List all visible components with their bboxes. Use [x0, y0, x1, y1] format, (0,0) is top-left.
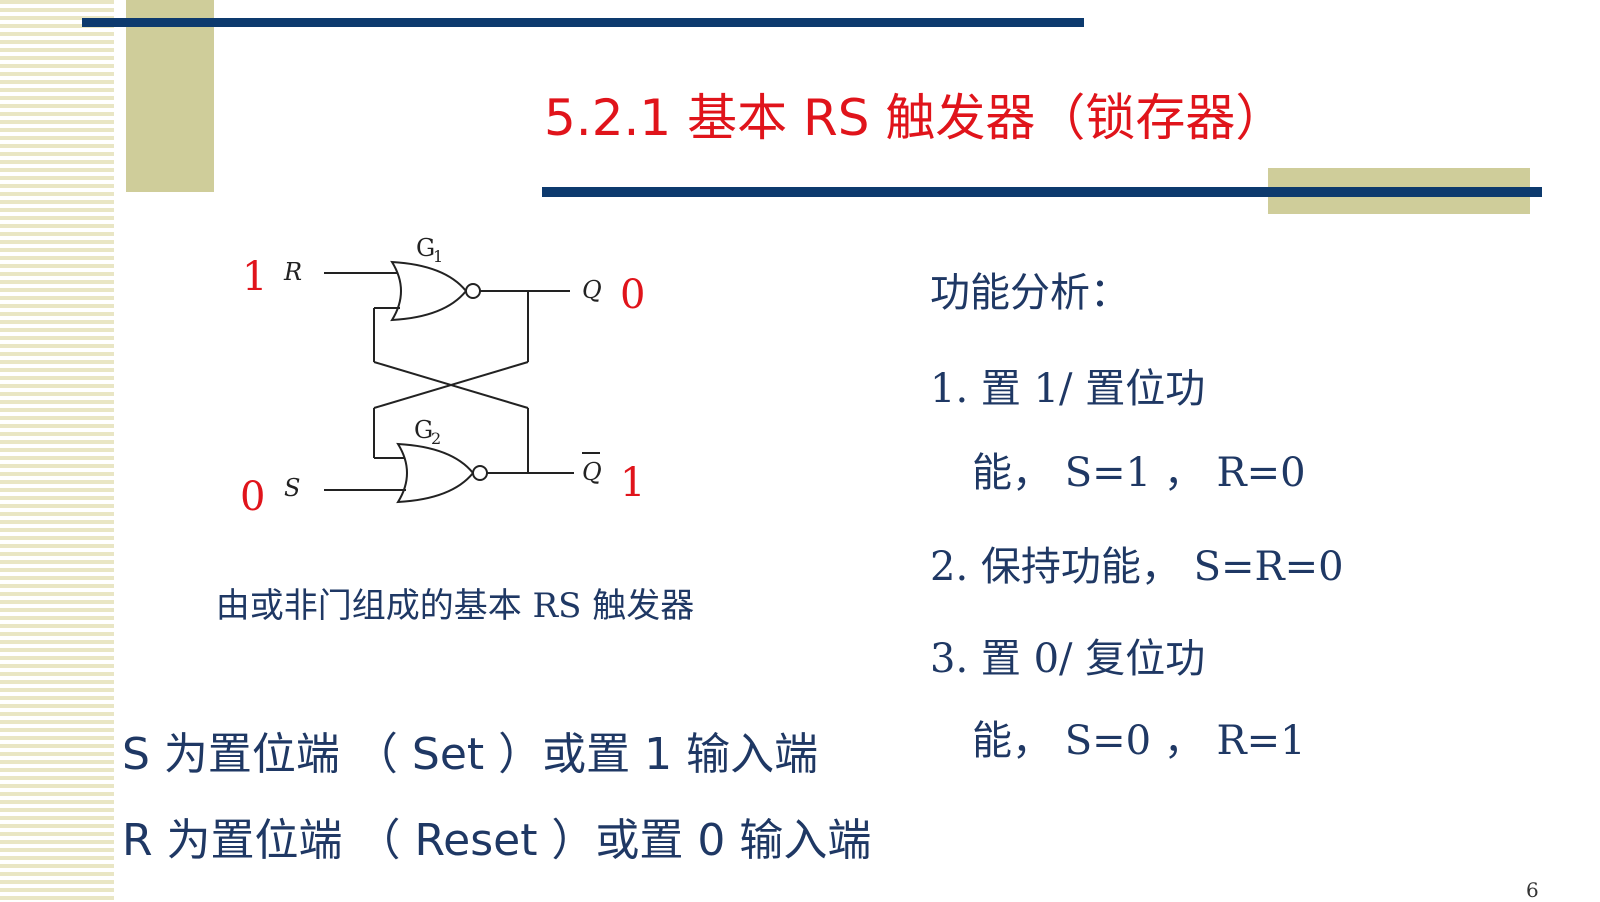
input-r-label: R: [283, 258, 302, 286]
decor-block-left: [126, 0, 214, 192]
analysis-item-3-line-1: 3. 置 0/ 复位功: [930, 636, 1206, 682]
inverter-bubble-g1: [465, 283, 481, 299]
striped-border: [0, 0, 114, 900]
output-q-label: Q: [582, 276, 602, 304]
nor-gate-g2: [396, 442, 475, 504]
qbar-value: 1: [620, 460, 645, 506]
gate1-label: G: [416, 234, 435, 262]
input-s-label: S: [284, 474, 300, 502]
analysis-heading: 功能分析：: [930, 270, 1130, 316]
analysis-item-1-line-2: 能， S=1 ， R=0: [972, 450, 1306, 496]
gate2-label: G: [414, 416, 433, 444]
top-divider-bar: [82, 18, 1084, 27]
q-value: 0: [620, 272, 645, 318]
analysis-item-2: 2. 保持功能， S=R=0: [930, 544, 1344, 590]
inverter-bubble-g2: [472, 465, 488, 481]
diagram-caption: 由或非门组成的基本 RS 触发器: [215, 586, 695, 626]
slide-title: 5.2.1 基本 RS 触发器（锁存器）: [544, 89, 1286, 147]
r-value: 1: [242, 254, 267, 300]
s-value: 0: [240, 474, 265, 520]
reset-description: R 为置位端 （ Reset ）或置 0 输入端: [122, 815, 872, 866]
page-number: 6: [1526, 878, 1539, 902]
set-description: S 为置位端 （ Set ）或置 1 输入端: [122, 729, 819, 780]
analysis-item-3-line-2: 能， S=0 ， R=1: [972, 718, 1306, 764]
nor-gate-g1: [390, 260, 468, 322]
cross-wire-b: [373, 361, 529, 409]
gate2-subscript: 2: [431, 429, 441, 448]
output-qbar-label: Q: [582, 458, 602, 486]
analysis-item-1-line-1: 1. 置 1/ 置位功: [930, 366, 1206, 412]
gate1-subscript: 1: [433, 247, 443, 266]
title-divider-bar: [542, 187, 1542, 197]
